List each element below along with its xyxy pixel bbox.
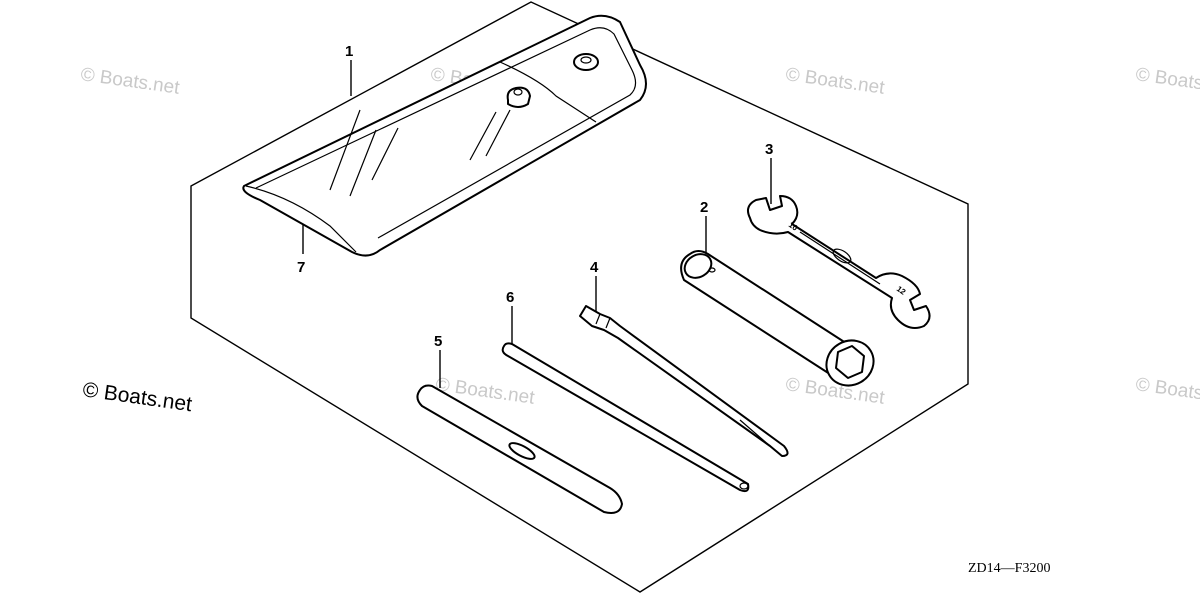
snap-button-icon	[573, 53, 599, 71]
watermark: © Boats.net	[1134, 64, 1200, 99]
watermark-prominent: © Boats.net	[81, 378, 193, 416]
callout-5: 5	[434, 333, 442, 350]
callout-2: 2	[700, 199, 708, 216]
hex-socket-icon	[835, 345, 865, 379]
callout-6: 6	[506, 289, 514, 306]
watermark: © Boats.net	[784, 64, 886, 99]
watermark: © Boats.net	[1134, 374, 1200, 409]
callout-3: 3	[765, 141, 773, 158]
callout-4: 4	[590, 259, 599, 276]
open-end-wrench: 10 12	[747, 195, 931, 329]
callout-7: 7	[297, 259, 305, 276]
callout-leaders	[302, 60, 772, 388]
box-spanner	[680, 250, 875, 387]
tool-bag	[242, 14, 647, 257]
flat-blade	[416, 384, 623, 514]
handle-rod	[501, 342, 750, 493]
watermark-group: © Boats.net © Boats.net © Boats.net © Bo…	[79, 64, 1200, 409]
screwdriver	[579, 305, 789, 457]
drawing-code: ZD14—F3200	[968, 561, 1050, 576]
diagram-frame	[190, 1, 969, 593]
snap-stud-icon	[506, 86, 531, 108]
callout-1: 1	[345, 43, 353, 60]
callout-labels: 1 2 3 4 5 6 7	[297, 43, 773, 350]
watermark: © Boats.net	[79, 64, 181, 99]
blade-slot-icon	[508, 442, 536, 460]
